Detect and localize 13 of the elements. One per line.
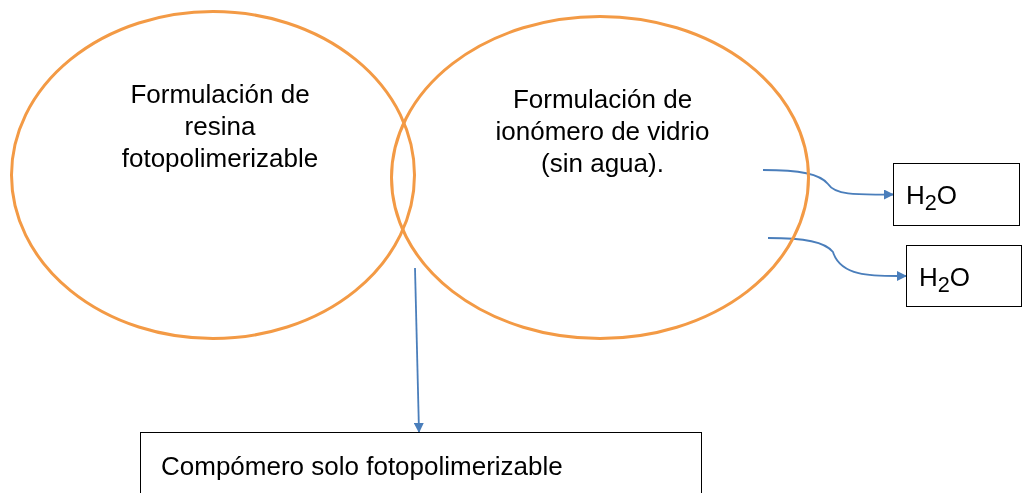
arrow — [413, 267, 424, 433]
node-label: H$_{2}$O — [919, 261, 972, 300]
text-box — [140, 432, 702, 493]
node-label: Formulación de ionómero de vidrio (sin agua). — [494, 83, 711, 179]
node-label: H$_{2}$O — [906, 179, 959, 218]
ellipse-shape — [390, 15, 810, 340]
node-label: Compómero solo fotopolimerizable — [161, 450, 564, 482]
arrow — [762, 169, 894, 200]
arrow — [767, 237, 907, 282]
text-box — [906, 245, 1022, 307]
text-box — [893, 163, 1020, 226]
ellipse-shape — [10, 10, 416, 340]
node-label: Formulación de resina fotopolimerizable — [120, 78, 320, 174]
